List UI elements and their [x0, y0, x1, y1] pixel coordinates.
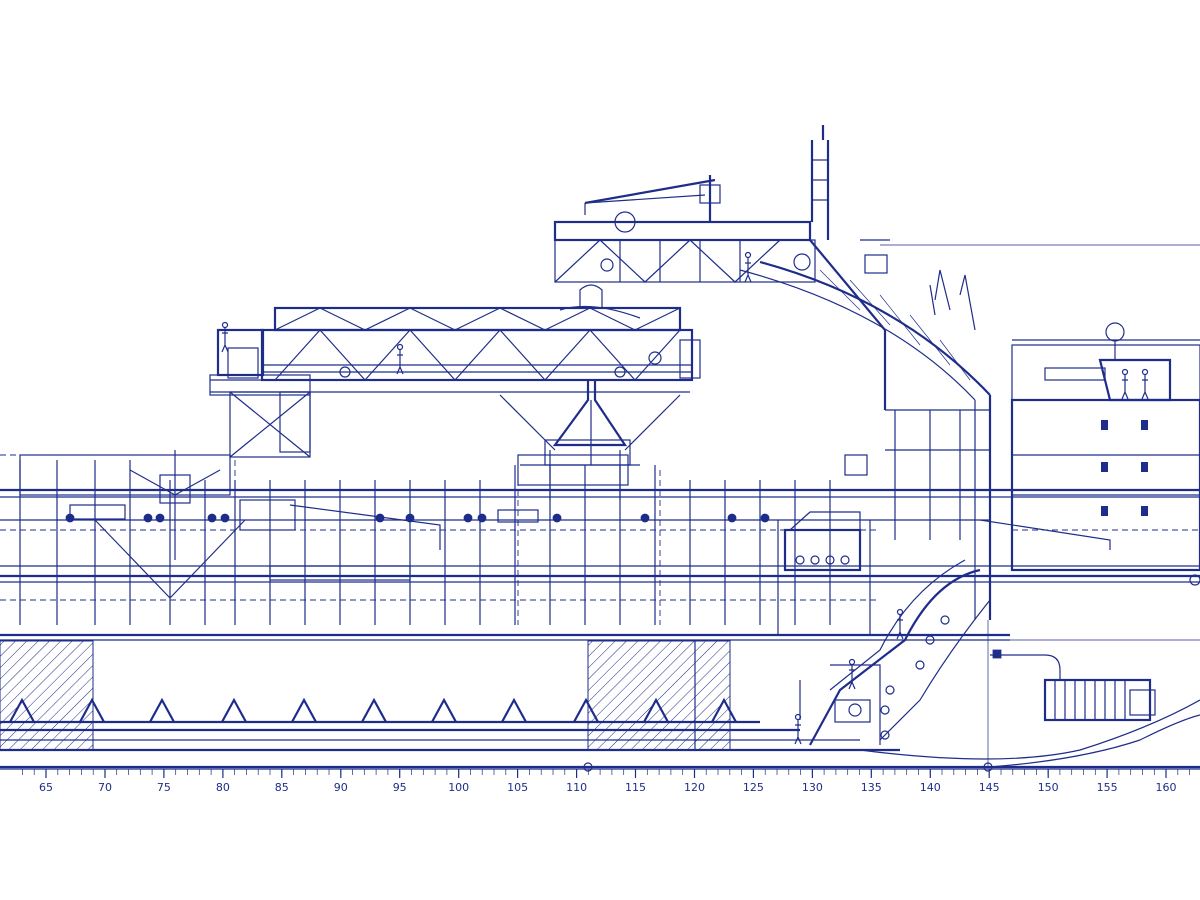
scale-label: 115	[625, 781, 646, 794]
scale-label: 105	[507, 781, 528, 794]
hold-frames	[19, 460, 831, 625]
scale-label: 140	[920, 781, 941, 794]
scale-label: 100	[448, 781, 469, 794]
hull	[0, 488, 1200, 769]
scale-label: 135	[861, 781, 882, 794]
hold-bin-left	[19, 450, 246, 599]
conveyor-rollers	[65, 513, 770, 523]
crew-figures	[221, 251, 1149, 745]
scale-label: 145	[979, 781, 1000, 794]
scale-label: 80	[216, 781, 230, 794]
hold-section-boxes	[269, 450, 629, 581]
conveyor-motors	[69, 499, 1111, 550]
scale-label: 95	[393, 781, 407, 794]
scale-label: 130	[802, 781, 823, 794]
upper-platform	[553, 125, 1200, 283]
scale-label: 90	[334, 781, 348, 794]
scale-label: 65	[39, 781, 53, 794]
engine-machinery	[990, 649, 1156, 722]
frame-scale: 65 70 75 80 85 90 95 100 105 110 115 120 125 130 135 14…	[0, 620, 1200, 794]
crane-gantry	[209, 306, 701, 458]
accommodation-block	[1010, 322, 1200, 586]
central-hoist-tower	[499, 284, 681, 466]
scale-label: 110	[566, 781, 587, 794]
side-loader-chute	[799, 559, 991, 746]
scale-label: 160	[1156, 781, 1177, 794]
scale-label: 155	[1097, 781, 1118, 794]
scale-label: 120	[684, 781, 705, 794]
scale-label: 125	[743, 781, 764, 794]
scale-label: 150	[1038, 781, 1059, 794]
excavator	[777, 511, 871, 635]
scale-label: 85	[275, 781, 289, 794]
curved-boom	[739, 239, 992, 620]
scale-label: 75	[157, 781, 171, 794]
scale-label: 70	[98, 781, 112, 794]
